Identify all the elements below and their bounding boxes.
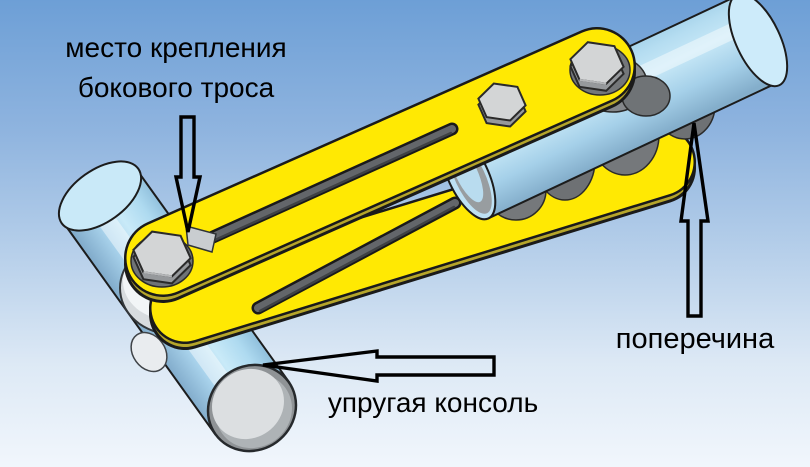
crossbar-right-face [727, 0, 789, 88]
up-arrow-icon [679, 122, 710, 318]
strap-end-bolt [569, 41, 631, 96]
console-side-fitting [130, 331, 168, 373]
middle-strap-bolt [477, 82, 527, 128]
left-arrow-icon [262, 349, 496, 383]
upper-strap-slot [206, 122, 459, 244]
down-arrow-icon [173, 115, 203, 233]
console-top-face [57, 160, 143, 232]
console-end-cap [206, 363, 298, 453]
console-bolt [130, 230, 194, 288]
lower-strap-slot [251, 196, 462, 315]
cable-attachment-point [185, 224, 217, 253]
